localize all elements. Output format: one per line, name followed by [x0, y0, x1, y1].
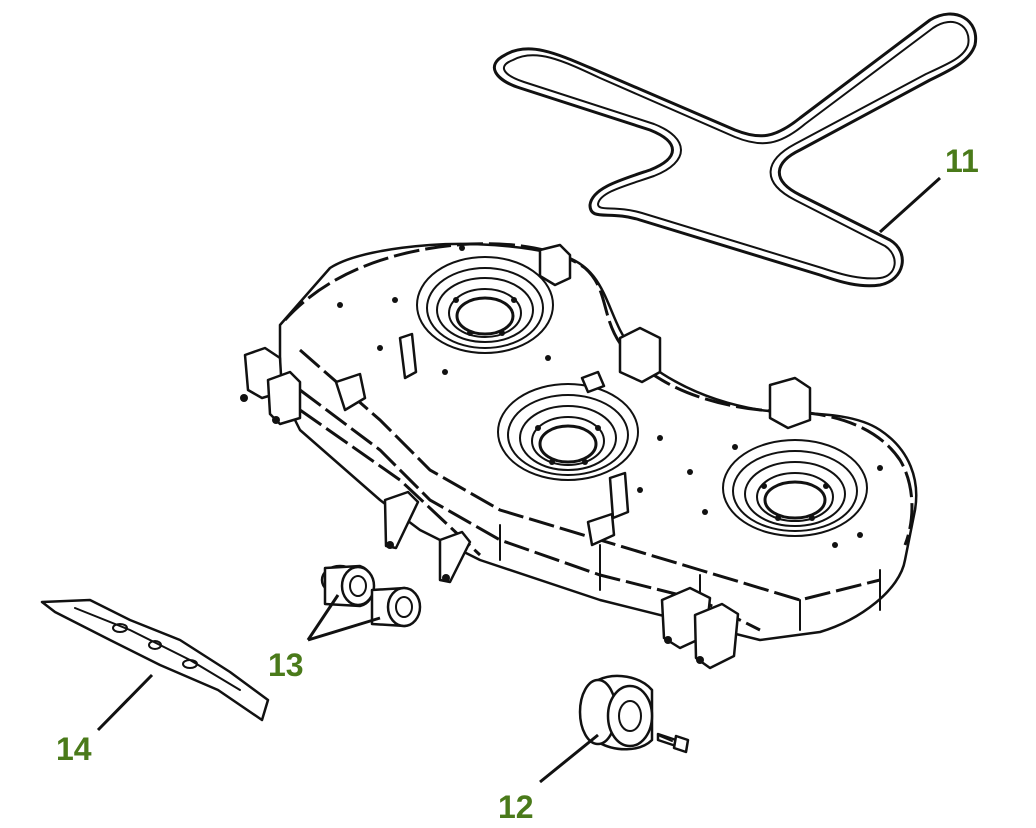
mower-deck-illustration	[240, 242, 918, 670]
callout-12: 12	[498, 789, 534, 825]
leader-line-11	[878, 176, 942, 234]
leader-line-12	[539, 733, 599, 784]
callout-13: 13	[268, 647, 304, 683]
belt-illustration	[492, 12, 978, 288]
mower-blade-illustration	[40, 598, 270, 722]
leader-line-14	[96, 673, 154, 732]
callout-14: 14	[56, 731, 92, 767]
leader-line-13b	[307, 616, 381, 642]
deck-wheel-illustration	[578, 674, 690, 754]
bolt-icon	[659, 735, 673, 742]
callout-11: 11	[945, 143, 979, 179]
leader-line-13a	[306, 594, 340, 641]
